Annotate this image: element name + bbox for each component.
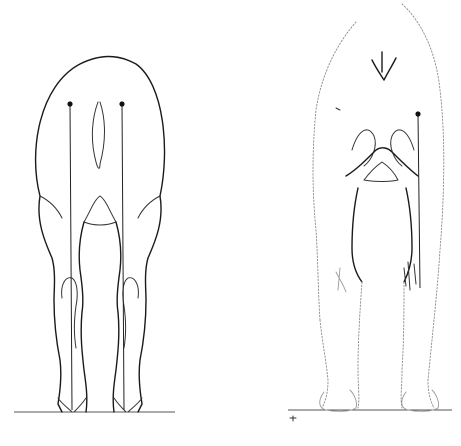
right-right-leg-lower-outer [428, 320, 434, 408]
right-left-leg-lower-inner [358, 282, 362, 408]
right-arrow-icon [372, 52, 396, 80]
left-leg-right-hoof [114, 398, 142, 412]
left-plumb-point-b [119, 101, 124, 106]
left-panel [14, 57, 175, 413]
left-leg-left-inner [79, 222, 87, 412]
left-tail [92, 102, 104, 168]
right-panel [288, 4, 452, 421]
right-corner-mark [290, 416, 296, 421]
right-left-hoof [320, 390, 357, 411]
right-left-leg-inner [352, 188, 362, 282]
right-right-hoof [402, 390, 439, 411]
left-thigh-contour-a [40, 196, 62, 218]
left-rump-outline [36, 57, 165, 197]
right-left-hock-detail [336, 268, 346, 292]
right-left-leg-lower-outer [320, 320, 328, 408]
right-body-outline-left [313, 22, 356, 320]
right-hip-mark-left [336, 108, 340, 110]
left-gaskin-line [84, 222, 116, 225]
left-leg-left-hock [62, 278, 78, 348]
left-leg-right-outer [138, 196, 161, 412]
left-leg-right-inner [113, 222, 121, 412]
left-plumb-point-a [67, 101, 72, 106]
right-plumb-point [415, 111, 420, 116]
left-plumb-line-a [70, 104, 72, 410]
right-buttock-right [391, 130, 414, 166]
right-right-leg-lower-inner [401, 282, 404, 408]
left-leg-right-hock [123, 278, 139, 348]
left-leg-left-outer [39, 196, 62, 412]
right-buttock-left [352, 130, 375, 166]
right-perineum-inner [364, 162, 398, 182]
right-plumb-line [418, 114, 420, 288]
left-thigh-contour-b [138, 196, 160, 218]
left-plumb-line-b [122, 104, 124, 410]
left-perineum [84, 196, 116, 222]
